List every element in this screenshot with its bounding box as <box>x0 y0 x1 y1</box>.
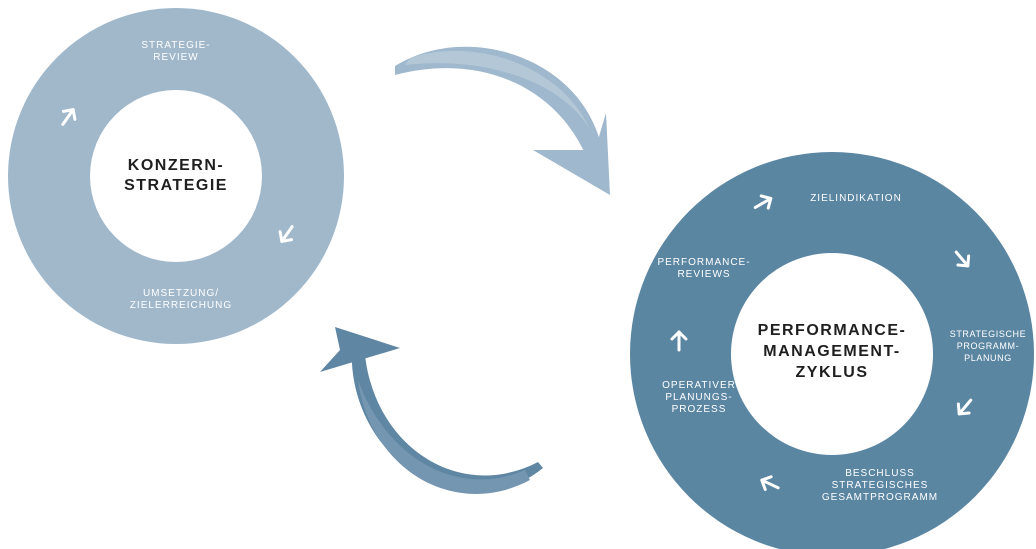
right-center-title: PERFORMANCE- MANAGEMENT- ZYKLUS <box>757 322 907 381</box>
right-center <box>731 253 933 455</box>
brush-stroke-bottom <box>351 338 543 493</box>
brush-stroke-top-2 <box>405 50 590 130</box>
connector-arrow-top <box>395 46 610 195</box>
label-operativer-planungsprozess: OPERATIVER PLANUNGS- PROZESS <box>662 380 736 415</box>
label-umsetzung-zielerreichung: UMSETZUNG/ ZIELERREICHUNG <box>129 288 233 311</box>
left-center-title: KONZERN- STRATEGIE <box>124 157 228 194</box>
connector-arrow-bottom <box>320 327 543 494</box>
label-strategische-programmplanung: STRATEGISCHE PROGRAMM- PLANUNG <box>949 329 1027 363</box>
left-center <box>90 90 262 262</box>
brush-arrowhead-bottom <box>320 327 400 372</box>
brush-arrowhead-top <box>533 113 610 195</box>
label-zielindikation: ZIELINDIKATION <box>810 193 902 204</box>
brush-stroke-bottom-2 <box>358 380 530 494</box>
label-strategie-review: STRATEGIE- REVIEW <box>141 40 211 63</box>
label-beschluss-gesamtprogramm: BESCHLUSS STRATEGISCHES GESAMTPROGRAMM <box>821 468 939 503</box>
label-performance-reviews: PERFORMANCE- REVIEWS <box>657 257 751 280</box>
